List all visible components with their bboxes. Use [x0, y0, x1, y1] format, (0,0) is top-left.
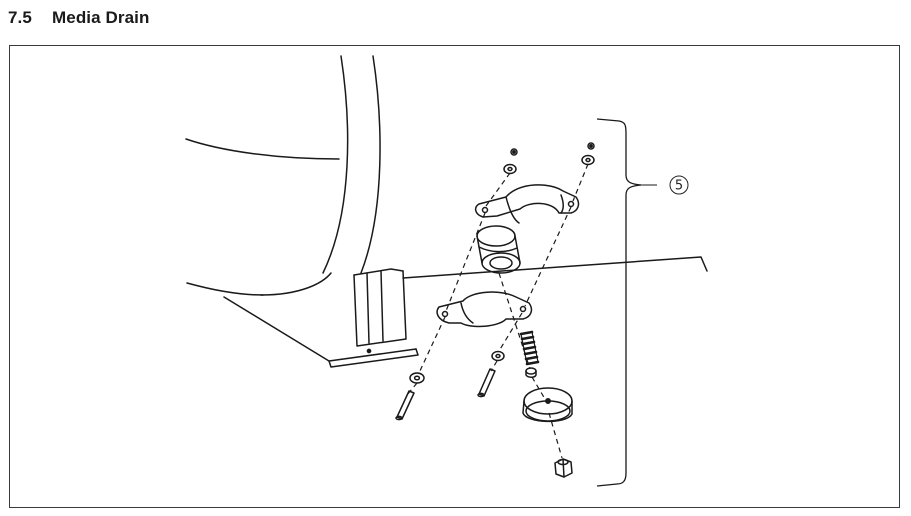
section-title: Media Drain: [52, 8, 150, 27]
floor-line: [402, 256, 708, 279]
nut-top-left: [510, 148, 518, 156]
upper-pipe-clamp: [474, 184, 580, 224]
support-base: [223, 268, 419, 368]
media-drain-exploded-view: 5: [185, 55, 708, 487]
section-number: 7.5: [8, 8, 32, 27]
assembly-axes: [406, 163, 589, 459]
grouping-bracket: [596, 118, 642, 487]
section-heading: 7.5 Media Drain: [8, 6, 149, 30]
bolt-left: [395, 390, 415, 421]
bolt-center: [477, 368, 496, 398]
nut-spring: [525, 367, 537, 378]
tank-body: [185, 55, 381, 296]
compression-spring: [519, 330, 540, 366]
callout-5: 5: [669, 175, 689, 195]
washers: [409, 154, 595, 384]
drain-valve-body: [522, 387, 573, 423]
callout-label: 5: [675, 179, 683, 194]
drain-plug: [554, 458, 573, 478]
coupling-sleeve: [476, 225, 521, 274]
nut-top-right: [587, 142, 595, 150]
figure-frame: 5: [9, 45, 900, 508]
